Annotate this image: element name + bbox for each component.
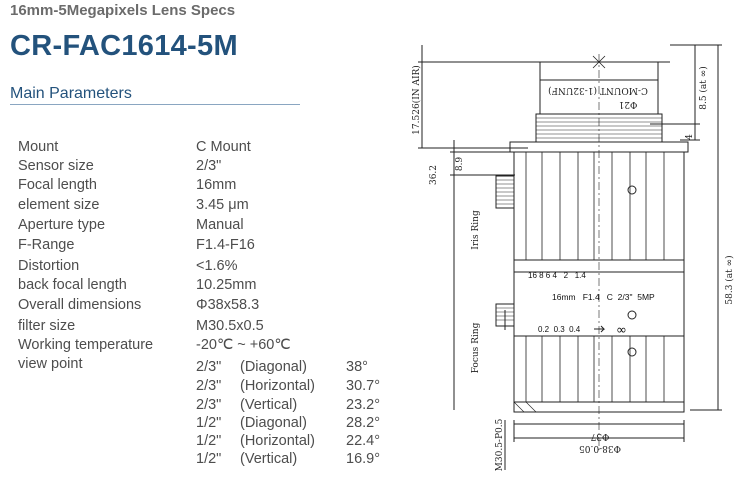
section-divider	[10, 104, 300, 105]
section-heading: Main Parameters	[10, 85, 132, 102]
dim-36-2-label: 36.2	[429, 165, 439, 185]
spec-subtitle: 16mm-5Megapixels Lens Specs	[10, 2, 236, 19]
dim-8-5-label: 8.5 (at ∞)	[698, 66, 709, 110]
param-label: Overall dimensions	[18, 297, 142, 313]
param-label: element size	[18, 197, 100, 213]
aperture-scale: 16 8 6 4 2 1.4	[528, 271, 586, 280]
mount-thread-label: C-MOUNT (1-32UNF)	[548, 85, 648, 96]
lens-technical-drawing: C-MOUNT (1-32UNF) Φ21 17.526(IN AIR) 8.5…	[411, 44, 735, 471]
view-angle: 23.2°	[346, 397, 381, 413]
view-sensor-size: 1/2"	[196, 415, 222, 431]
param-value: M30.5x0.5	[196, 318, 264, 334]
iris-ring-label: Iris Ring	[471, 210, 481, 250]
param-label: Aperture type	[18, 217, 106, 233]
view-angle: 28.2°	[346, 415, 381, 431]
dim-8-9-label: 8.9	[455, 157, 465, 172]
flange-distance-label: 17.526(IN AIR)	[411, 65, 422, 135]
param-label: Mount	[18, 139, 59, 155]
view-direction: (Diagonal)	[240, 359, 307, 375]
infinity-mark: ∞	[616, 323, 627, 338]
view-direction: (Diagonal)	[240, 415, 307, 431]
view-direction: (Horizontal)	[240, 378, 315, 394]
param-label: F-Range	[18, 237, 75, 253]
view-sensor-size: 1/2"	[196, 451, 222, 467]
dim-4-label: 4	[685, 134, 695, 140]
param-value: 3.45 μm	[196, 197, 249, 213]
view-sensor-size: 2/3"	[196, 397, 222, 413]
param-label: view point	[18, 356, 83, 372]
param-label: filter size	[18, 318, 76, 334]
view-sensor-size: 2/3"	[196, 378, 222, 394]
param-value: Φ38x58.3	[196, 297, 260, 313]
view-angle: 30.7°	[346, 378, 381, 394]
param-value: -20℃ ~ +60℃	[196, 337, 291, 353]
filter-thread-label: M30.5-P0.5	[495, 418, 505, 471]
view-angle: 22.4°	[346, 433, 381, 449]
view-direction: (Vertical)	[240, 451, 298, 467]
overall-diameter-label: Φ38-0.05	[579, 443, 621, 453]
param-label: Distortion	[18, 258, 80, 274]
focus-scale: 0.2 0.3 0.4	[538, 325, 581, 334]
lens-marking: 16mm F1.4 C 2/3" 5MP	[552, 292, 655, 302]
view-angle: 38°	[346, 359, 368, 375]
view-direction: (Vertical)	[240, 397, 298, 413]
dim-58-3-label: 58.3 (at ∞)	[724, 255, 735, 304]
param-label: Sensor size	[18, 158, 94, 174]
model-title: CR-FAC1614-5M	[10, 30, 238, 62]
param-label: Working temperature	[18, 337, 154, 353]
param-value: 10.25mm	[196, 277, 257, 293]
focus-ring-label: Focus Ring	[471, 322, 481, 373]
param-value: Manual	[196, 217, 244, 233]
param-value: F1.4-F16	[196, 237, 255, 253]
view-sensor-size: 1/2"	[196, 433, 222, 449]
param-value: <1.6%	[196, 258, 238, 274]
view-sensor-size: 2/3"	[196, 359, 222, 375]
param-value: 2/3"	[196, 158, 222, 174]
mount-diameter-label: Φ21	[619, 99, 638, 109]
param-value: C Mount	[196, 139, 251, 155]
param-label: back focal length	[18, 277, 127, 293]
view-angle: 16.9°	[346, 451, 381, 467]
front-diameter-label: Φ37	[590, 431, 609, 441]
view-direction: (Horizontal)	[240, 433, 315, 449]
param-value: 16mm	[196, 177, 237, 193]
param-label: Focal length	[18, 177, 97, 193]
